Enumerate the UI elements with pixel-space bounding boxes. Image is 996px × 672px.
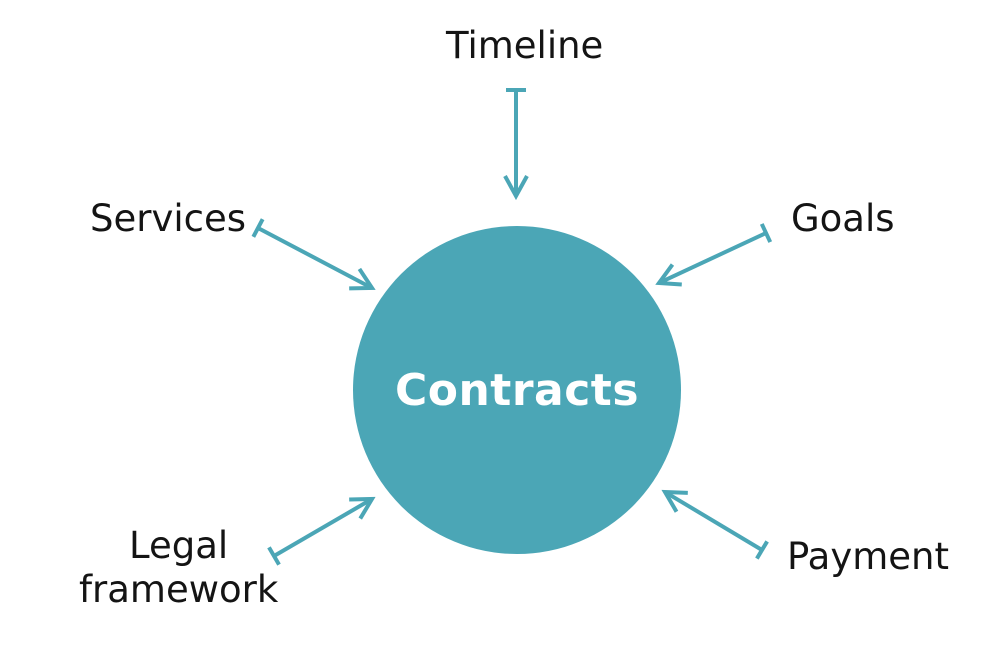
node-label-timeline: Timeline [446, 24, 604, 67]
node-label-payment: Payment [787, 535, 949, 578]
arrow-timeline [503, 88, 529, 201]
arrow-services [251, 218, 376, 291]
arrow-legal-framework [267, 496, 376, 566]
node-label-goals: Goals [791, 197, 895, 240]
center-node-label: Contracts [394, 364, 640, 416]
arrow-goals [655, 223, 773, 287]
arrow-payment [661, 489, 769, 560]
node-label-legal-framework: Legal framework [79, 524, 279, 611]
center-node: Contracts [353, 226, 681, 554]
node-label-services: Services [90, 197, 247, 240]
